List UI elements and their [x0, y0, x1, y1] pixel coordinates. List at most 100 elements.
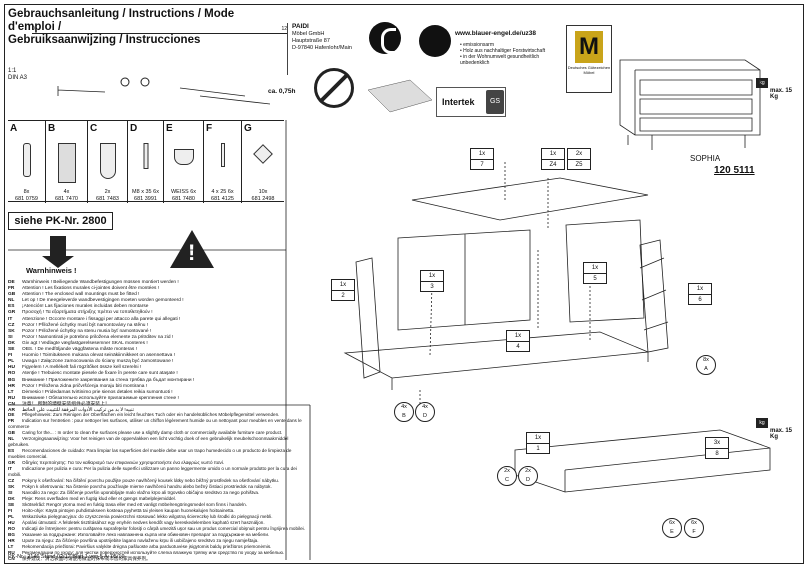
warnings-text: Pozor ! Přiložené úchytky musí být namon…: [22, 322, 149, 328]
care-lines: DE Pflegehinweis: Zum Reinigen der Oberfl…: [8, 412, 308, 562]
warnings-line: BG Внимание ! Приложените закрепвания за …: [8, 378, 308, 384]
person-icon: [140, 77, 150, 87]
assembly-guides: [419, 162, 591, 420]
warnings-text: Προσοχή ! Τα εξαρτήματα στήριξης πρέπει …: [22, 310, 153, 316]
language-code: PL: [8, 359, 15, 365]
warnings-line: FI Huomio ! Toimitukseen mukana olevat se…: [8, 353, 308, 359]
care-line: GR Οδηγίες περιποίησης: Για τον καθαρισμό…: [8, 460, 308, 466]
language-code: HU: [8, 365, 15, 371]
round-foot-icon: [99, 143, 116, 179]
see-pk-notice: siehe PK-Nr. 2800: [8, 212, 113, 230]
person-icon: [120, 77, 130, 87]
warnings-text: Pozor ! Priložené úchytky na stenu musia…: [22, 328, 152, 334]
dresser-thumbnail: [619, 59, 761, 150]
warnings-line: RO Atenţie ! Trebuiesc montate piesele de…: [8, 371, 308, 377]
care-text: Hoito-ohje: Käytä pintojen puhdistukseen…: [22, 508, 235, 513]
language-code: PL: [8, 514, 14, 519]
warnings-text: Huomio ! Toimitukseen mukana olevat sein…: [22, 353, 175, 359]
warnings-text: تنبيه! لا بد من تركيب الأدوات المرفقة لل…: [22, 407, 134, 413]
language-code: GR: [8, 460, 15, 465]
language-code: GR: [8, 310, 16, 316]
warning-heading: Warnhinweis !: [26, 266, 77, 275]
warnings-text: Внимание ! Приложените закрепвания за ст…: [22, 377, 195, 383]
language-code: FI: [8, 508, 13, 513]
language-code: ES: [8, 448, 15, 453]
language-code: BG: [8, 377, 16, 383]
language-code: DK: [8, 340, 15, 346]
care-text: Upute za njegu: Za čišćenje površina upo…: [22, 538, 259, 543]
assembly-time: ca. 0,75h: [268, 88, 296, 95]
language-code: DE: [8, 280, 15, 285]
care-text: Verzorgingsaanwijzing: Voor het reinigen…: [8, 436, 289, 447]
language-code: DE: [8, 412, 15, 417]
language-code: RO: [8, 371, 16, 377]
language-code: FR: [8, 286, 15, 292]
weight-icon: kg: [756, 418, 768, 428]
care-text: Indication sur l'entretien : pour nettoy…: [8, 418, 302, 429]
care-text: Pleje: Rens overfladen med en fugtig klu…: [22, 496, 176, 501]
warnings-text: Attention ! Les fixations murales ci-joi…: [22, 286, 160, 292]
language-code: AR: [8, 407, 15, 413]
care-text: Οδηγίες περιποίησης: Για τον καθαρισμό τ…: [22, 460, 225, 465]
language-code: SE: [8, 502, 15, 507]
care-text: Указание за поддържане: Използвайте леко…: [22, 532, 270, 537]
weight-icon: kg: [756, 78, 768, 88]
paidi-logo-icon: [369, 22, 401, 54]
no-drill-icon: [314, 68, 354, 108]
warnings-text: Figyelem ! A mellékelt fali rögzítőket ö…: [22, 365, 142, 371]
care-text: Indicaţii de întreţinere: pentru curăţar…: [22, 526, 305, 531]
warnings-text: Pozor ! Priložena zidna pričvršćenja mor…: [22, 383, 148, 389]
care-text: Pflegehinweis: Zum Reinigen der Oberfläc…: [22, 412, 280, 417]
ruler: 0 12: [32, 26, 287, 34]
warnings-text: Attenzione ! Occorre montare i fissaggi …: [22, 316, 181, 322]
warnings-line: AR تنبيه! لا بد من تركيب الأدوات المرفقة …: [8, 408, 308, 414]
screw-icon: [220, 143, 225, 167]
blauer-engel-icon: [419, 25, 451, 57]
eco-bullets: • emissionsarm • Holz aus nachhaltiger F…: [460, 42, 546, 66]
language-code: GB: [8, 430, 15, 435]
language-code: SI: [8, 334, 13, 340]
warnings-text: ¡Atención! Las fijaciones murales inclui…: [22, 304, 149, 310]
m-logo-icon: M: [575, 31, 603, 63]
panel-1: [343, 331, 649, 390]
warnings-text: Atenţie ! Trebuiesc montate piesele de f…: [22, 371, 178, 377]
language-code: HR: [8, 383, 15, 389]
dowel-icon: [22, 143, 31, 177]
warnings-text: Giv agt ! Vedlagte vægfastgørelsesemner …: [22, 340, 148, 346]
foot-icon: [57, 143, 76, 183]
care-text: Indicazione per pulizia e cura: Per la p…: [8, 466, 297, 477]
footer-info: PK-Nr.: 2146 Stand 02/12 Blatt 1 von 5 A…: [8, 554, 125, 560]
panel-2: [355, 257, 381, 379]
language-code: SK: [8, 328, 15, 334]
panel-6: [639, 239, 669, 353]
language-code: FI: [8, 353, 13, 359]
warnings-text: 注意！ 所附的墙壁安装组件必须安装上！: [22, 401, 110, 407]
